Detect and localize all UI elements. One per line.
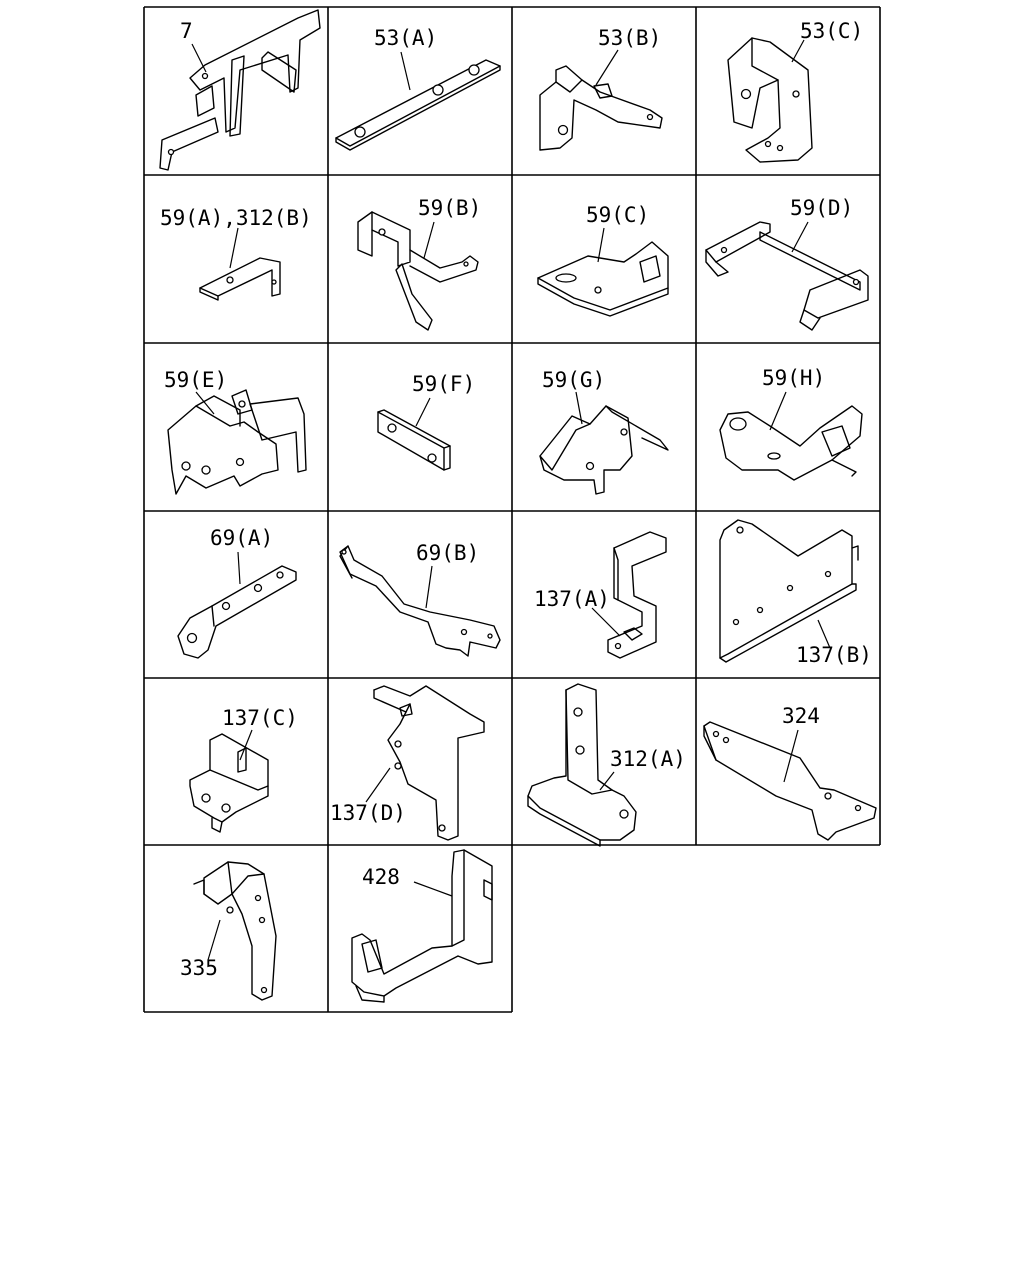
label-part-69a: 69(A) xyxy=(210,526,273,550)
label-part-59e: 59(E) xyxy=(164,368,227,392)
cell-part-59b: 59(B) xyxy=(357,196,481,331)
cell-part-312a: 312(A) xyxy=(527,683,686,847)
label-part-137a: 137(A) xyxy=(534,587,610,611)
label-part-53c: 53(C) xyxy=(800,19,863,43)
cell-part-53c: 53(C) xyxy=(727,19,863,163)
bracket-part-59g xyxy=(539,405,669,495)
bracket-part-59e xyxy=(167,389,307,495)
bracket-part-137a xyxy=(607,531,667,659)
cell-part-137b: 137(B) xyxy=(719,519,872,667)
cell-part-59c: 59(C) xyxy=(537,203,669,317)
bracket-part-7 xyxy=(159,9,321,171)
bracket-part-59f xyxy=(377,409,451,471)
label-part-59g: 59(G) xyxy=(542,368,605,392)
label-part-53b: 53(B) xyxy=(598,26,661,50)
label-part-59b: 59(B) xyxy=(418,196,481,220)
cell-part-324: 324 xyxy=(703,704,877,841)
bracket-part-137c xyxy=(189,733,269,833)
label-part-59h: 59(H) xyxy=(762,366,825,390)
label-part-59c: 59(C) xyxy=(586,203,649,227)
cell-part-59h: 59(H) xyxy=(719,366,863,481)
cell-part-59d: 59(D) xyxy=(705,196,869,331)
bracket-part-53a xyxy=(335,59,501,151)
cell-part-335: 335 xyxy=(180,861,277,1001)
cell-part-69b: 69(B) xyxy=(339,541,501,657)
label-part-335: 335 xyxy=(180,956,218,980)
cell-part-7: 7 xyxy=(159,9,321,171)
label-part-53a: 53(A) xyxy=(374,26,437,50)
label-part-59d: 59(D) xyxy=(790,196,853,220)
cell-part-137c: 137(C) xyxy=(189,706,298,833)
cell-part-53b: 53(B) xyxy=(539,26,663,151)
bracket-part-137b xyxy=(719,519,859,663)
bracket-part-428 xyxy=(351,849,493,1003)
label-part-137c: 137(C) xyxy=(222,706,298,730)
cell-part-69a: 69(A) xyxy=(177,526,297,659)
cell-part-137d: 137(D) xyxy=(330,685,485,841)
label-part-428: 428 xyxy=(362,865,400,889)
bracket-part-69b xyxy=(339,545,501,657)
cell-part-59a: 59(A),312(B) xyxy=(160,206,312,301)
bracket-part-59a xyxy=(199,257,281,301)
bracket-part-69a xyxy=(177,565,297,659)
bracket-part-324 xyxy=(703,721,877,841)
bracket-part-59h xyxy=(719,405,863,481)
bracket-part-312a xyxy=(527,683,637,847)
label-part-59a: 59(A),312(B) xyxy=(160,206,312,230)
cell-part-59g: 59(G) xyxy=(539,368,669,495)
cell-part-137a: 137(A) xyxy=(534,531,667,659)
bracket-part-53c xyxy=(727,37,813,163)
bracket-part-59d xyxy=(705,221,869,331)
grid-frame xyxy=(143,6,881,1013)
label-part-59f: 59(F) xyxy=(412,372,475,396)
bracket-part-53b xyxy=(539,65,663,151)
label-part-137d: 137(D) xyxy=(330,801,406,825)
bracket-part-335 xyxy=(193,861,277,1001)
cell-part-59e: 59(E) xyxy=(164,368,307,495)
label-part-7: 7 xyxy=(180,19,193,43)
label-part-69b: 69(B) xyxy=(416,541,479,565)
label-part-137b: 137(B) xyxy=(796,643,872,667)
label-part-324: 324 xyxy=(782,704,820,728)
label-part-312a: 312(A) xyxy=(610,747,686,771)
cell-part-59f: 59(F) xyxy=(377,372,475,471)
bracket-part-59c xyxy=(537,241,669,317)
bracket-part-59b xyxy=(357,211,479,331)
bracket-part-137d xyxy=(373,685,485,841)
cell-part-53a: 53(A) xyxy=(335,26,501,151)
cell-part-428: 428 xyxy=(351,849,493,1003)
